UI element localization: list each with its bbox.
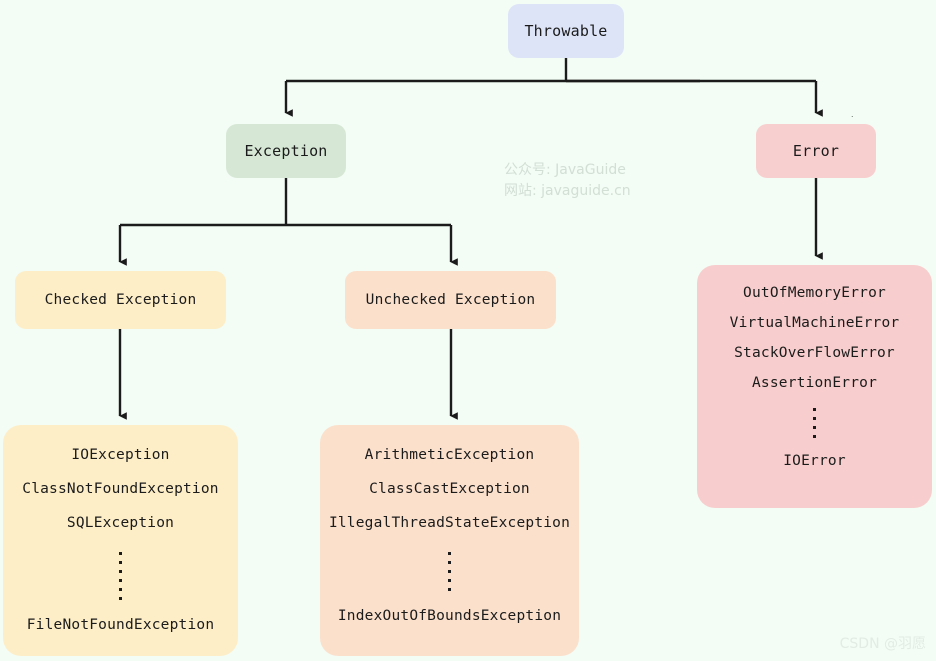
unchecked-list-item: IllegalThreadStateException — [328, 515, 571, 531]
checked-list-item: IOException — [71, 447, 170, 463]
node-checked-exception-list[interactable]: IOException ClassNotFoundException SQLEx… — [3, 425, 238, 656]
error-list-item: VirtualMachineError — [729, 315, 900, 331]
node-checked-exception[interactable]: Checked Exception — [15, 271, 226, 329]
checked-list-item: FileNotFoundException — [26, 617, 215, 633]
checked-list-item: ClassNotFoundException — [22, 481, 219, 497]
node-error-label: Error — [792, 142, 840, 160]
error-list-item: OutOfMemoryError — [743, 285, 886, 301]
error-list-item: AssertionError — [751, 375, 878, 391]
node-unchecked-exception-label: Unchecked Exception — [365, 292, 536, 308]
vertical-ellipsis-icon — [119, 549, 122, 603]
watermark-center-line-2: 网站: javaguide.cn — [504, 183, 631, 199]
node-exception-label: Exception — [244, 142, 328, 160]
unchecked-list-item: ArithmeticException — [364, 447, 535, 463]
node-error[interactable]: Error — [756, 124, 876, 178]
error-list-item: IOError — [783, 453, 846, 469]
unchecked-list-item: IndexOutOfBoundsException — [337, 608, 562, 624]
unchecked-list-item: ClassCastException — [369, 481, 530, 497]
vertical-ellipsis-icon — [813, 405, 816, 441]
vertical-ellipsis-icon — [448, 549, 451, 594]
watermark-center-line-1: 公众号: JavaGuide — [504, 162, 626, 178]
node-exception[interactable]: Exception — [226, 124, 346, 178]
node-throwable-label: Throwable — [524, 22, 608, 40]
checked-list-item: SQLException — [66, 515, 175, 531]
node-unchecked-exception[interactable]: Unchecked Exception — [345, 271, 556, 329]
error-list-item: StackOverFlowError — [734, 345, 895, 361]
watermark-center: 公众号: JavaGuide 网站: javaguide.cn — [504, 160, 631, 202]
node-throwable[interactable]: Throwable — [508, 4, 624, 58]
node-error-list[interactable]: OutOfMemoryError VirtualMachineError Sta… — [697, 265, 932, 508]
watermark-corner: CSDN @羽愿 — [839, 636, 926, 652]
node-checked-exception-label: Checked Exception — [44, 292, 197, 308]
node-unchecked-exception-list[interactable]: ArithmeticException ClassCastException I… — [320, 425, 579, 656]
